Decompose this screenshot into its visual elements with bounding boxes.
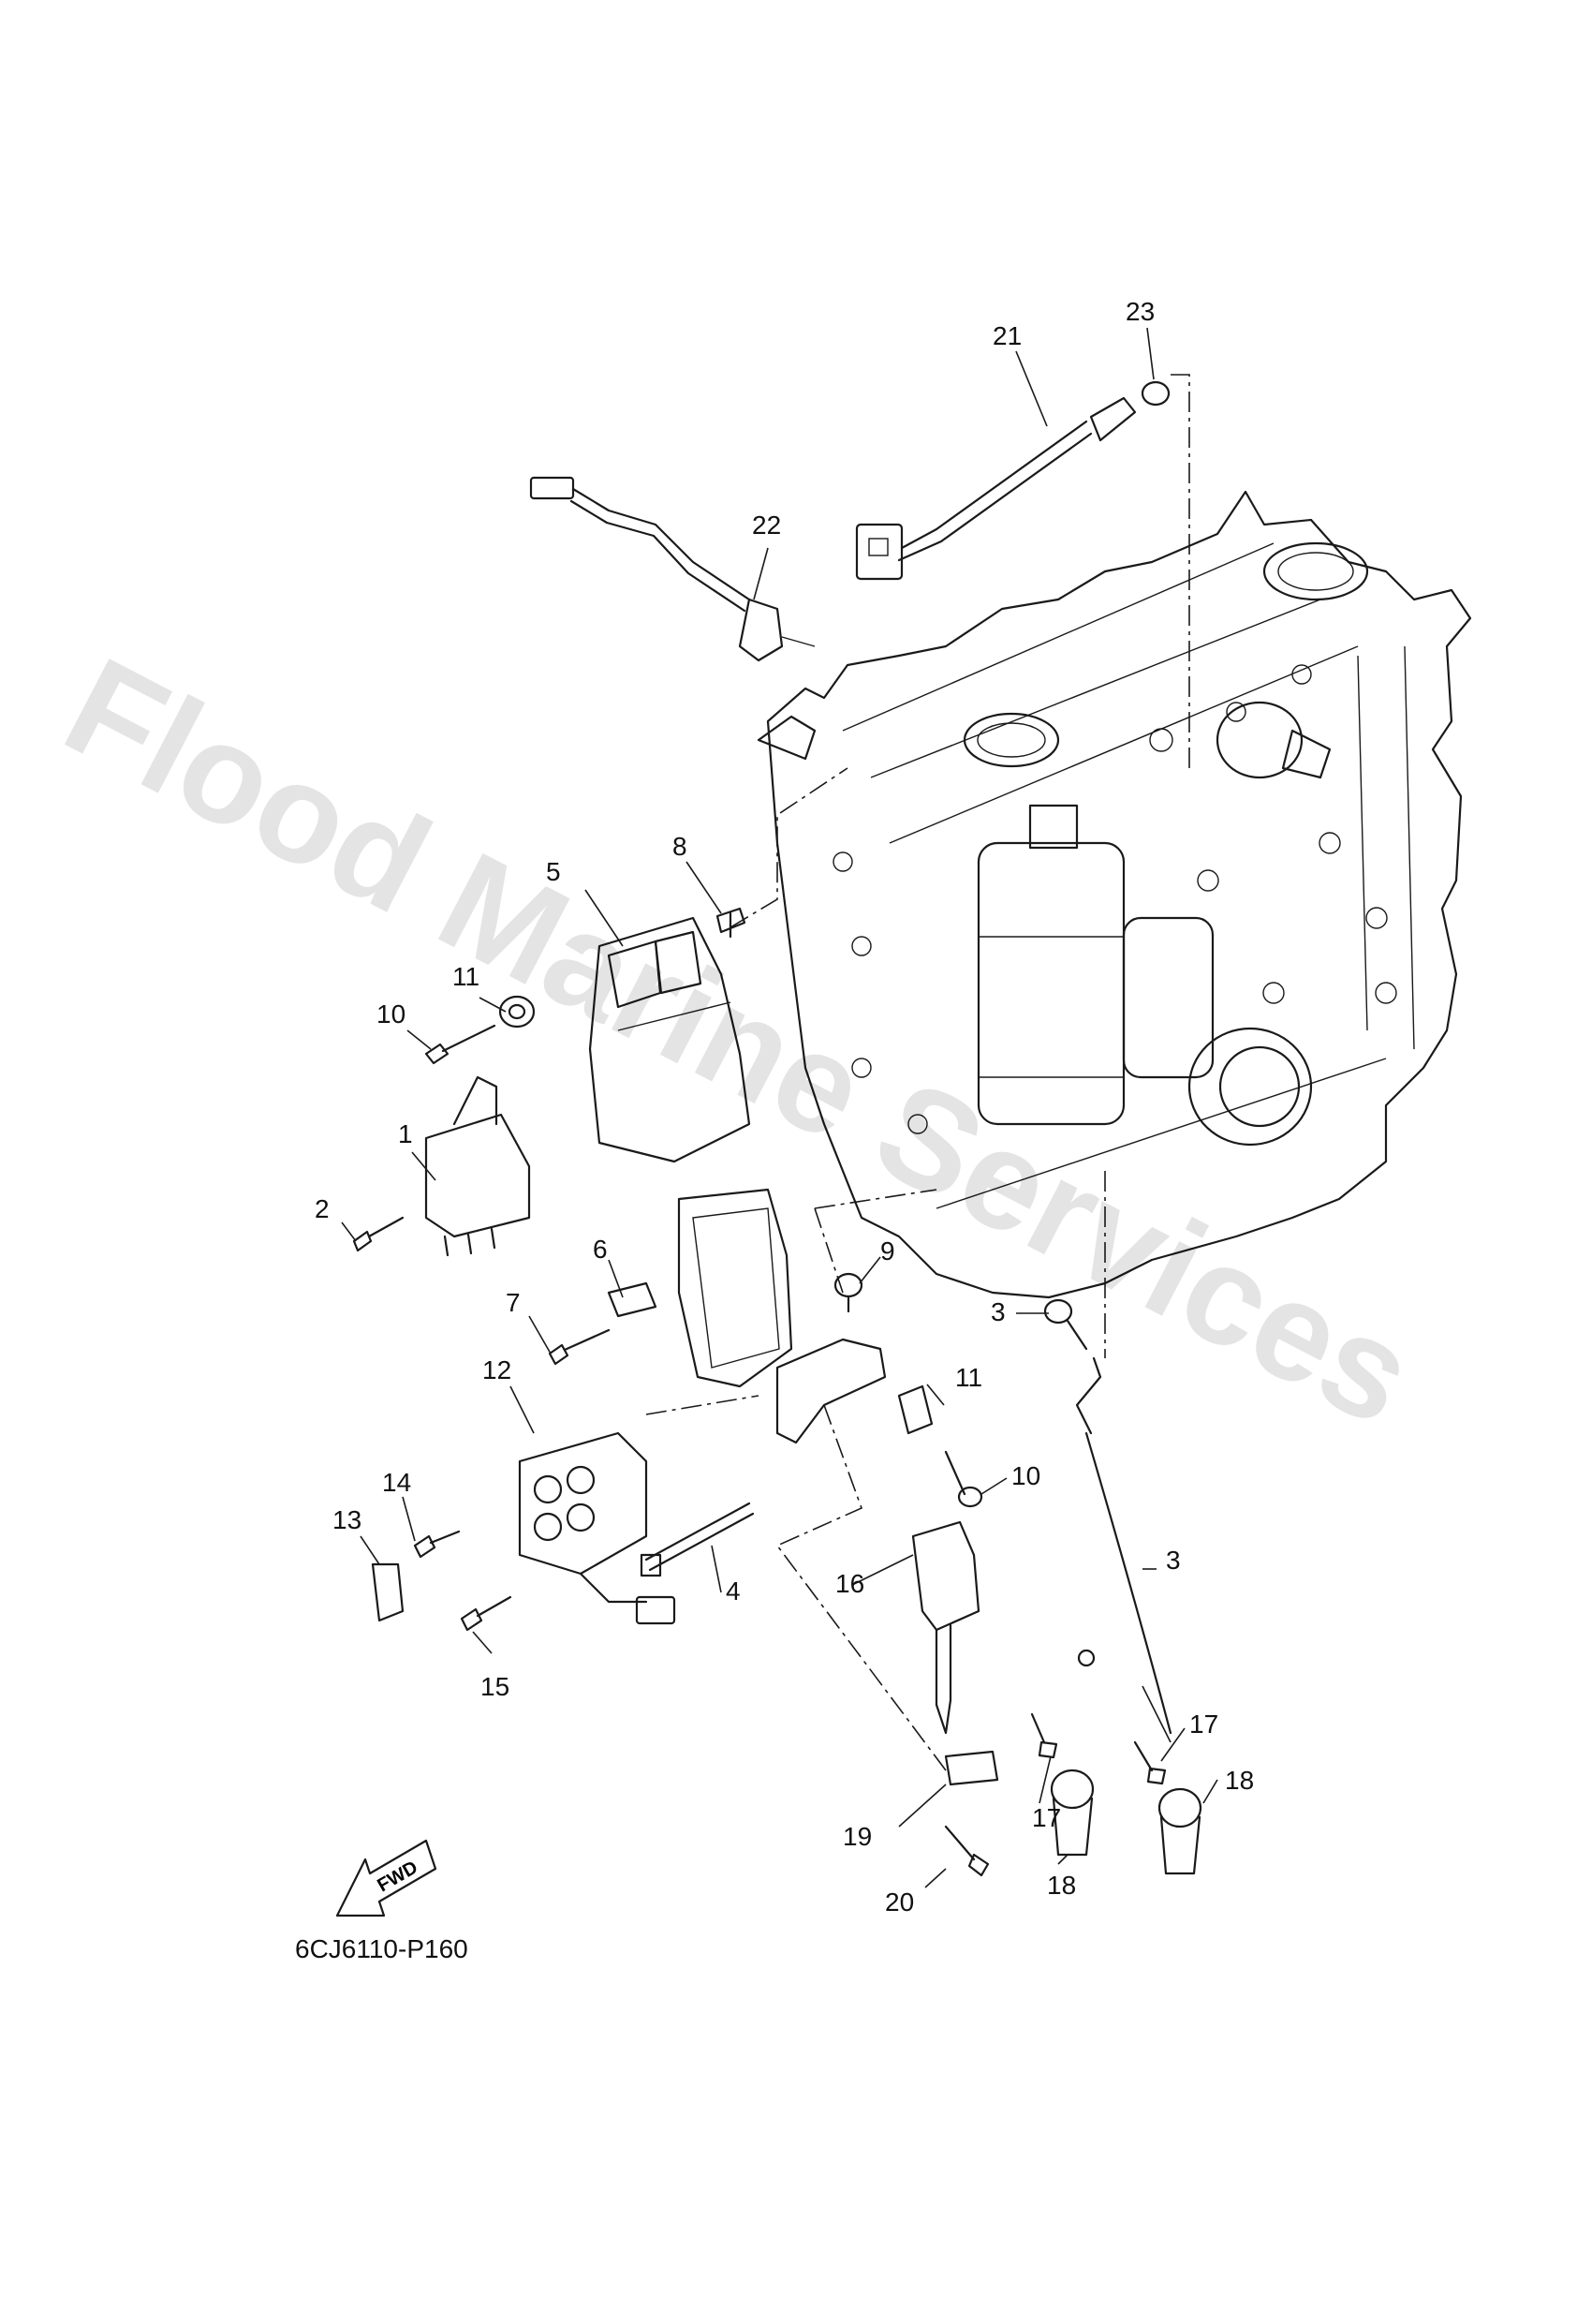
part-11-grommet [498,995,536,1029]
callout-15: 15 [480,1672,509,1701]
callout-5: 5 [546,857,561,886]
part-16-connector [911,1520,980,1735]
callout-9-lower: 9 [880,1236,895,1266]
callout-20: 20 [885,1887,914,1917]
part-7-clip [607,1281,657,1318]
part-20-screw [944,1825,990,1877]
callout-14: 14 [382,1468,411,1497]
part-14-bolt [413,1530,461,1559]
callout-labels: 23 21 22 8 5 11 10 1 2 6 7 12 14 13 15 4… [315,297,1254,1917]
callout-10: 10 [376,999,405,1029]
part-13-clamp [371,1562,405,1622]
part-5-bracket [588,916,751,1163]
part-9-clip-lower [833,1272,863,1313]
cover-bracket [677,1188,793,1388]
part-2-screw [352,1216,405,1252]
engine-block [757,490,1472,1299]
callout-22: 23 [1126,297,1155,326]
part-1-relay [424,1075,531,1257]
part-22-o-ring [1141,380,1171,407]
callout-18-right: 18 [1225,1766,1254,1795]
callout-7: 6 [593,1235,608,1264]
part-11-grommet-lower [897,1384,934,1435]
part-19-clip [944,1750,999,1786]
part-10-bolt [424,1024,496,1065]
part-23-knock-sensor [529,476,816,662]
callout-17-right: 17 [1189,1710,1218,1739]
part-3-ground-lead [1075,1356,1172,1735]
callout-10-lower: 10 [1011,1461,1040,1490]
callout-9: 8 [672,832,687,861]
part-4-bolt [1043,1298,1088,1351]
part-6-tie [640,1502,755,1577]
callout-8: 7 [506,1288,521,1317]
harness-bracket [775,1338,887,1444]
callout-6: 4 [726,1576,741,1606]
callout-12: 12 [482,1355,511,1384]
callout-21: 21 [993,321,1022,350]
diagram-code: 6CJ6110-P160 [295,1934,468,1963]
callout-11: 11 [452,962,479,991]
part-10-bolt-lower [944,1450,983,1508]
callout-23: 22 [752,511,781,540]
callout-17: 17 [1032,1803,1061,1832]
callout-13: 13 [332,1505,361,1534]
part-9-clip [715,907,746,939]
callout-18: 18 [1047,1871,1076,1900]
callout-19: 19 [843,1822,872,1851]
watermark: Flood Marine Services [42,627,1437,1455]
part-18-cap [1050,1769,1202,1875]
callout-11-lower: 11 [955,1363,982,1392]
fwd-arrow-icon: FWD [335,1839,437,1917]
part-15-bolt [460,1595,512,1632]
part-8-screw [548,1328,611,1366]
part-12-rectifier [518,1431,676,1625]
part-21-sensor [855,396,1137,581]
reference-lines [645,374,1190,1771]
callout-4: 3 [991,1297,1006,1326]
callout-1: 1 [398,1119,413,1148]
leader-lines [341,327,1218,1888]
callout-2: 2 [315,1194,330,1223]
callout-16: 16 [835,1569,864,1598]
callout-3: 3 [1166,1546,1181,1575]
part-17-bolt [1030,1712,1167,1785]
